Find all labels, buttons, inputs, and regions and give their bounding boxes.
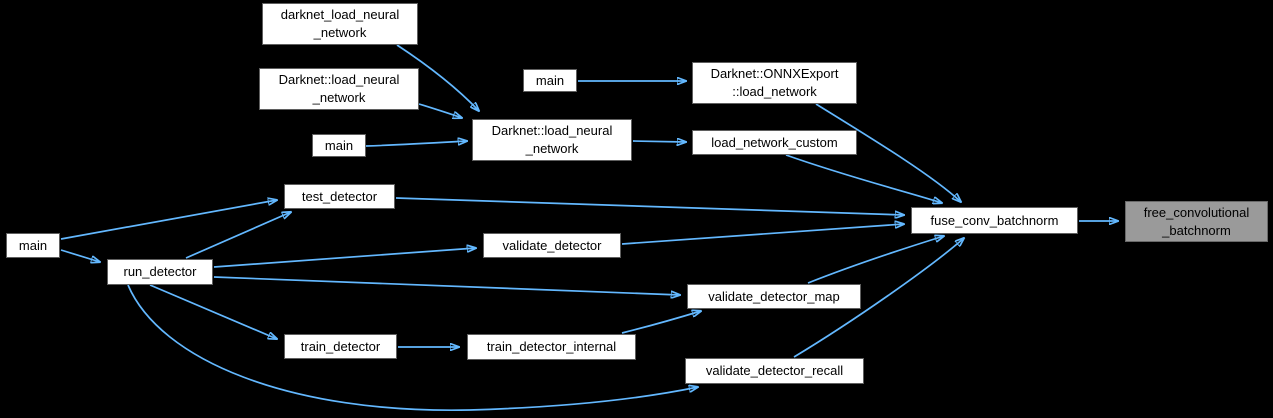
- edge-train_detector_internal-to-validate_detector_map: [621, 311, 701, 334]
- node-main-1[interactable]: main: [6, 233, 60, 258]
- edge-test_detector-to-fuse_conv_batchnorm: [395, 197, 904, 215]
- node-darknet-ns-load-neural-network[interactable]: Darknet::load_neural _network: [472, 119, 632, 161]
- node-main-2[interactable]: main: [312, 134, 366, 157]
- node-train-detector-internal[interactable]: train_detector_internal: [467, 334, 636, 360]
- node-darknet-load-neural-network[interactable]: darknet_load_neural _network: [262, 3, 418, 45]
- edge-validate_detector_map-to-fuse_conv_batchnorm: [807, 236, 944, 284]
- node-load-network-custom[interactable]: load_network_custom: [692, 130, 857, 155]
- edge-run_detector-to-validate_detector_map: [213, 276, 680, 295]
- edge-run_detector-to-train_detector: [149, 284, 277, 339]
- edge-validate_detector-to-fuse_conv_batchnorm: [621, 224, 904, 245]
- edge-validate_detector_recall-to-fuse_conv_batchnorm: [793, 238, 964, 358]
- edge-run_detector-to-validate_detector: [213, 248, 476, 268]
- edge-Darknet_ONNXExport_load_network-to-fuse_conv_batchnorm: [815, 103, 961, 202]
- edge-run_detector-to-test_detector: [185, 212, 291, 259]
- edge-run_detector-to-validate_detector_recall: [127, 284, 698, 412]
- edge-main_2-to-Darknet_load_neural_network: [365, 141, 467, 147]
- node-darknet-ns-load-neural-network-caller[interactable]: Darknet::load_neural _network: [259, 68, 419, 110]
- node-validate-detector-recall[interactable]: validate_detector_recall: [685, 358, 864, 384]
- edge-Darknet_load_neural_network_caller-to-Darknet_load_neural_network: [418, 103, 462, 118]
- node-fuse-conv-batchnorm[interactable]: fuse_conv_batchnorm: [911, 207, 1078, 234]
- node-train-detector[interactable]: train_detector: [284, 334, 397, 359]
- edge-main_1-to-test_detector: [60, 200, 277, 240]
- node-main-3[interactable]: main: [523, 69, 577, 92]
- node-free-convolutional-batchnorm: free_convolutional _batchnorm: [1125, 201, 1268, 242]
- edge-Darknet_load_neural_network-to-load_network_custom: [632, 141, 686, 142]
- node-run-detector[interactable]: run_detector: [107, 259, 213, 285]
- node-validate-detector-map[interactable]: validate_detector_map: [687, 284, 861, 309]
- edge-load_network_custom-to-fuse_conv_batchnorm: [785, 154, 942, 203]
- edge-darknet_load_neural_network-to-Darknet_load_neural_network: [396, 44, 479, 111]
- edge-main_1-to-run_detector: [60, 249, 100, 262]
- node-darknet-onnxexport-load-network[interactable]: Darknet::ONNXExport ::load_network: [692, 62, 857, 104]
- node-test-detector[interactable]: test_detector: [284, 184, 395, 209]
- node-validate-detector[interactable]: validate_detector: [483, 233, 621, 258]
